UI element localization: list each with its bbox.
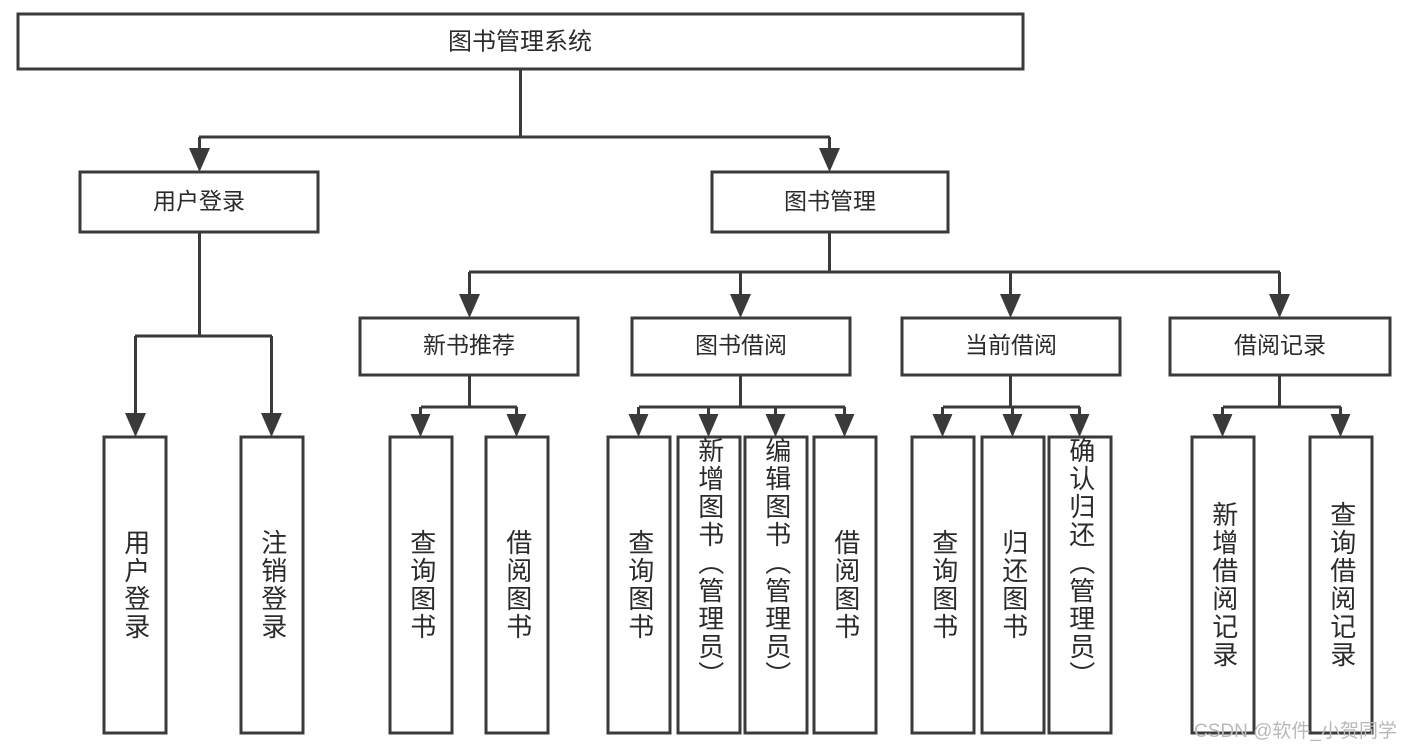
arrow-to-book-borrow bbox=[730, 294, 751, 318]
node-root-label: 图书管理系统 bbox=[448, 28, 592, 55]
node-book-manage-box[interactable] bbox=[710, 170, 950, 234]
node-layer: 图书管理系统 用户登录 图书管理 新书推荐 图书借阅 当前 bbox=[16, 12, 1392, 735]
node-leaf-confirm-return-box[interactable] bbox=[1047, 435, 1113, 735]
arrow-to-leaf-edit-book bbox=[765, 414, 786, 437]
arrow-to-leaf-query-book-2 bbox=[628, 414, 649, 437]
arrow-to-leaf-query-record bbox=[1330, 414, 1351, 437]
node-current-borrow-label: 当前借阅 bbox=[965, 332, 1057, 358]
arrow-to-leaf-add-record bbox=[1212, 414, 1233, 437]
arrow-to-leaf-return-book bbox=[1002, 414, 1023, 437]
arrow-to-leaf-borrow-book-2 bbox=[834, 414, 855, 437]
node-leaf-user-login-box[interactable] bbox=[102, 435, 168, 735]
node-new-book-recommend[interactable]: 新书推荐 bbox=[358, 316, 580, 377]
arrow-to-leaf-user-login bbox=[125, 413, 146, 437]
arrow-to-leaf-confirm-return bbox=[1069, 414, 1090, 437]
node-new-book-recommend-box[interactable] bbox=[358, 316, 580, 377]
node-book-manage[interactable]: 图书管理 bbox=[710, 170, 950, 234]
node-leaf-query-book-1-box[interactable] bbox=[388, 435, 454, 735]
node-leaf-edit-book-box[interactable] bbox=[743, 435, 809, 735]
arrow-to-user-login bbox=[189, 148, 210, 172]
node-book-borrow[interactable]: 图书借阅 bbox=[630, 316, 852, 377]
node-borrow-record-label: 借阅记录 bbox=[1234, 332, 1326, 358]
node-leaf-add-record-box[interactable] bbox=[1190, 435, 1256, 735]
node-current-borrow[interactable]: 当前借阅 bbox=[900, 316, 1122, 377]
node-new-book-recommend-label: 新书推荐 bbox=[423, 332, 515, 358]
node-root-box[interactable] bbox=[16, 12, 1025, 71]
node-user-login-box[interactable] bbox=[78, 170, 320, 234]
arrow-to-leaf-logout bbox=[261, 413, 282, 437]
arrow-to-leaf-add-book bbox=[698, 414, 719, 437]
arrow-to-borrow-record bbox=[1269, 294, 1290, 318]
node-user-login-label: 用户登录 bbox=[153, 188, 245, 214]
arrow-to-leaf-borrow-book-1 bbox=[506, 414, 527, 437]
node-leaf-query-book-3-box[interactable] bbox=[910, 435, 976, 735]
node-borrow-record[interactable]: 借阅记录 bbox=[1168, 316, 1392, 377]
node-root[interactable]: 图书管理系统 bbox=[16, 12, 1025, 71]
node-user-login[interactable]: 用户登录 bbox=[78, 170, 320, 234]
node-leaf-return-book-box[interactable] bbox=[980, 435, 1046, 735]
csdn-watermark: CSDN @软件_小贺同学 bbox=[1194, 721, 1397, 742]
node-leaf-logout-box[interactable] bbox=[239, 435, 305, 735]
arrow-to-current-borrow bbox=[1000, 294, 1021, 318]
node-current-borrow-box[interactable] bbox=[900, 316, 1122, 377]
node-leaf-borrow-book-2-box[interactable] bbox=[812, 435, 878, 735]
node-leaf-borrow-book-1-box[interactable] bbox=[484, 435, 550, 735]
arrow-to-leaf-query-book-1 bbox=[410, 414, 431, 437]
arrow-to-leaf-query-book-3 bbox=[932, 414, 953, 437]
node-book-borrow-box[interactable] bbox=[630, 316, 852, 377]
node-leaf-add-book-box[interactable] bbox=[676, 435, 742, 735]
node-leaf-query-record-box[interactable] bbox=[1308, 435, 1374, 735]
node-borrow-record-box[interactable] bbox=[1168, 316, 1392, 377]
node-leaf-query-book-2-box[interactable] bbox=[606, 435, 672, 735]
node-book-borrow-label: 图书借阅 bbox=[695, 332, 787, 358]
edge-layer bbox=[125, 69, 1351, 437]
arrow-to-new-book-recommend bbox=[459, 294, 480, 318]
arrow-to-book-manage bbox=[819, 148, 840, 172]
node-book-manage-label: 图书管理 bbox=[784, 188, 876, 214]
